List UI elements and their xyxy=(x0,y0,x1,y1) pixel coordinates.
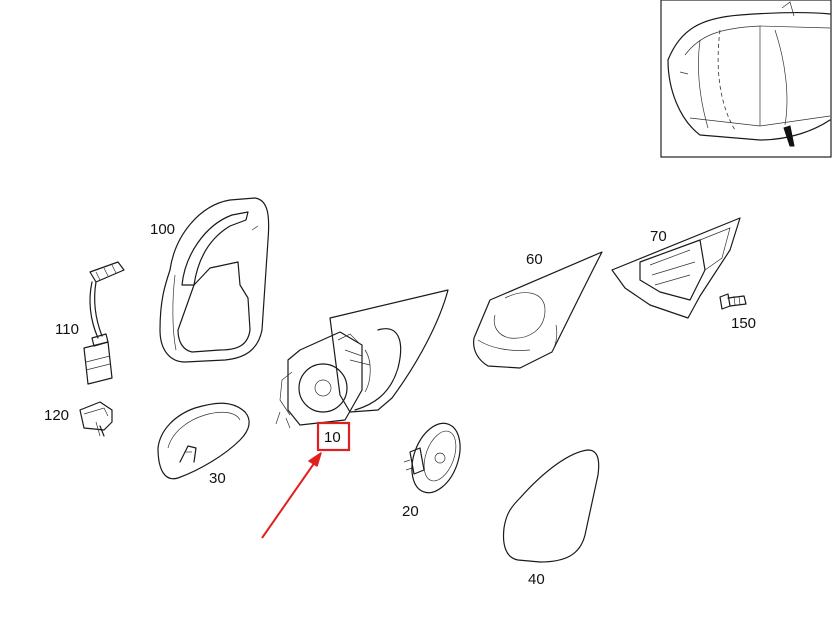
part-100-housing-cover[interactable] xyxy=(159,197,270,363)
part-label-110: 110 xyxy=(55,321,79,338)
part-label-10: 10 xyxy=(324,429,341,446)
part-40-mirror-glass[interactable] xyxy=(502,449,600,563)
part-20-mirror-motor[interactable] xyxy=(403,417,469,500)
part-10-mirror-assembly[interactable] xyxy=(275,289,449,429)
vehicle-locator-inset xyxy=(660,0,832,158)
part-label-70: 70 xyxy=(650,228,667,245)
highlight-box xyxy=(316,421,351,452)
part-30-lower-cover[interactable] xyxy=(157,402,250,480)
part-label-150: 150 xyxy=(731,315,756,332)
part-110-wiring-connector[interactable] xyxy=(83,261,125,385)
highlight-arrow xyxy=(261,452,322,539)
part-label-20: 20 xyxy=(402,503,419,520)
part-label-60: 60 xyxy=(526,251,543,268)
part-70-bracket[interactable] xyxy=(611,217,741,319)
highlighted-part-10[interactable]: 10 xyxy=(316,421,351,452)
part-label-40: 40 xyxy=(528,571,545,588)
part-60-trim-panel[interactable] xyxy=(473,251,603,369)
part-120-plug[interactable] xyxy=(79,401,113,437)
part-150-screw[interactable] xyxy=(719,293,747,310)
part-label-30: 30 xyxy=(209,470,226,487)
part-label-100: 100 xyxy=(150,221,175,238)
part-label-120: 120 xyxy=(44,407,69,424)
